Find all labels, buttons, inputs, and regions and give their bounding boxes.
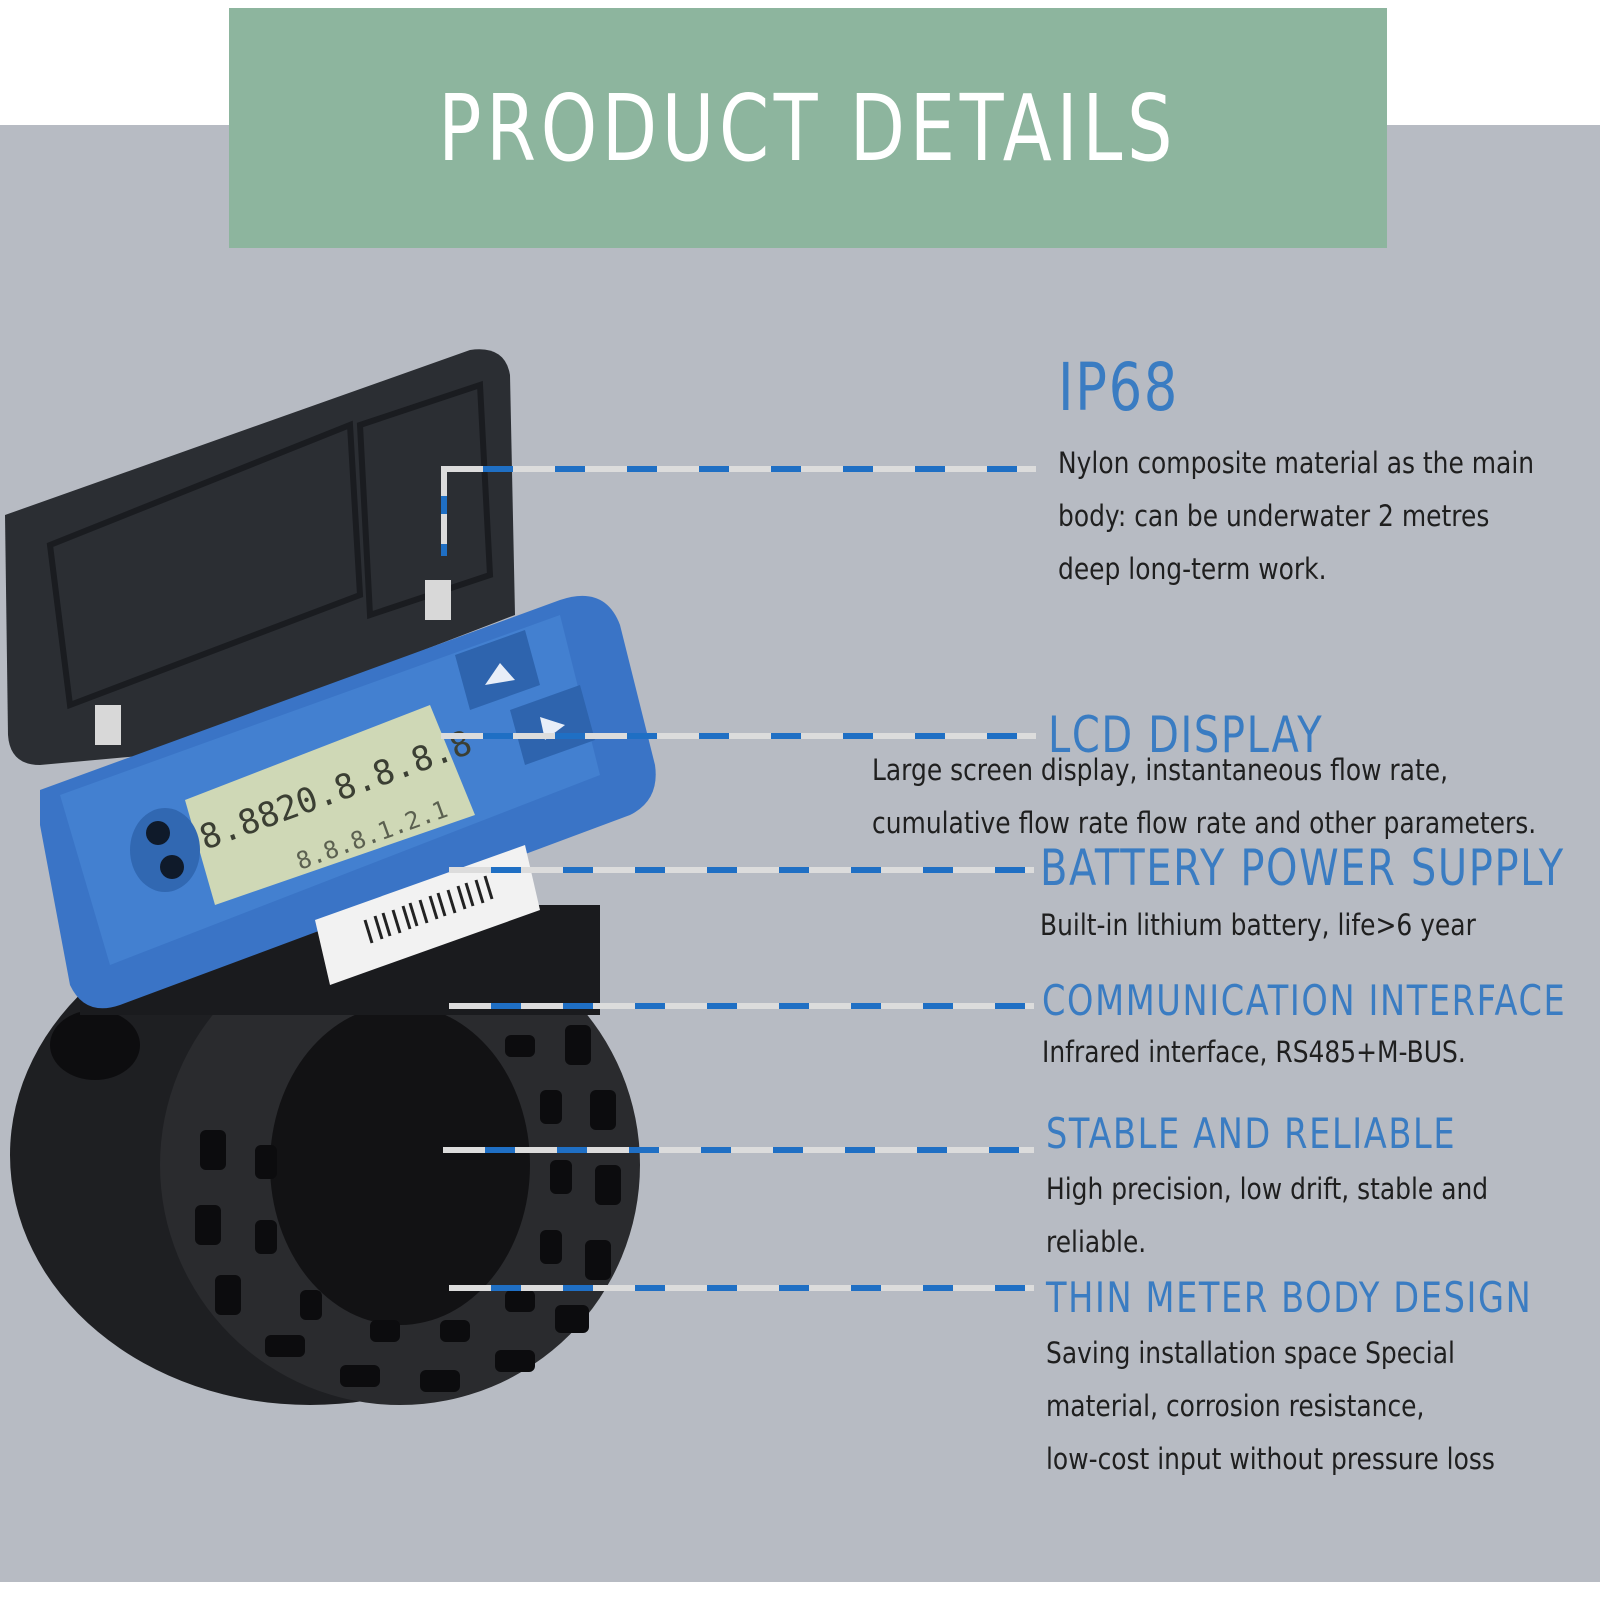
feature-thin-body: THIN METER BODY DESIGN Saving installati…: [1046, 1277, 1600, 1486]
connector-thin: [449, 1285, 1034, 1291]
feature-description: Infrared interface, RS485+M-BUS.: [1042, 1035, 1466, 1069]
barcode: [363, 875, 494, 944]
feature-title: THIN METER BODY DESIGN: [1046, 1273, 1533, 1322]
connector-ip68-vertical: [441, 466, 447, 556]
water-meter-image: 8.8820.8.8.8.8 8.8.8.1.2.1: [5, 349, 656, 1405]
feature-lcd-display: LCD DISPLAY: [1048, 710, 1392, 760]
feature-description: Built-in lithium battery, life>6 year: [1040, 908, 1476, 942]
feature-title: LCD DISPLAY: [1048, 706, 1324, 764]
meter-lid: [5, 349, 515, 765]
feature-description: Large screen display, instantaneous flow…: [872, 753, 1537, 840]
header-banner: PRODUCT DETAILS: [229, 8, 1387, 248]
connector-communication: [449, 1003, 1034, 1009]
feature-communication: COMMUNICATION INTERFACE Infrared interfa…: [1042, 980, 1600, 1079]
connector-lcd: [441, 733, 1036, 739]
feature-description: Nylon composite material as the main bod…: [1058, 446, 1535, 586]
page-title: PRODUCT DETAILS: [438, 74, 1178, 182]
feature-title: COMMUNICATION INTERFACE: [1042, 976, 1567, 1025]
lcd-screen: [185, 705, 475, 905]
barcode-label: [315, 845, 540, 985]
feature-title: IP68: [1058, 349, 1179, 426]
feature-title: STABLE AND RELIABLE: [1046, 1109, 1457, 1158]
feature-ip68: IP68 Nylon composite material as the mai…: [1058, 355, 1600, 596]
feature-description: High precision, low drift, stable and re…: [1046, 1172, 1489, 1259]
infrared-port: [130, 808, 200, 892]
connector-ip68: [441, 466, 1036, 472]
feature-lcd-display-description: Large screen display, instantaneous flow…: [872, 744, 1600, 850]
up-arrow-icon: [485, 663, 515, 685]
feature-title: BATTERY POWER SUPPLY: [1040, 839, 1565, 897]
meter-display-module: 8.8820.8.8.8.8 8.8.8.1.2.1: [40, 595, 656, 1009]
feature-description: Saving installation space Special materi…: [1046, 1336, 1495, 1476]
feature-stable: STABLE AND RELIABLE High precision, low …: [1046, 1113, 1560, 1269]
connector-battery: [449, 867, 1034, 873]
connector-stable: [443, 1147, 1034, 1153]
feature-battery: BATTERY POWER SUPPLY Built-in lithium ba…: [1040, 843, 1600, 952]
